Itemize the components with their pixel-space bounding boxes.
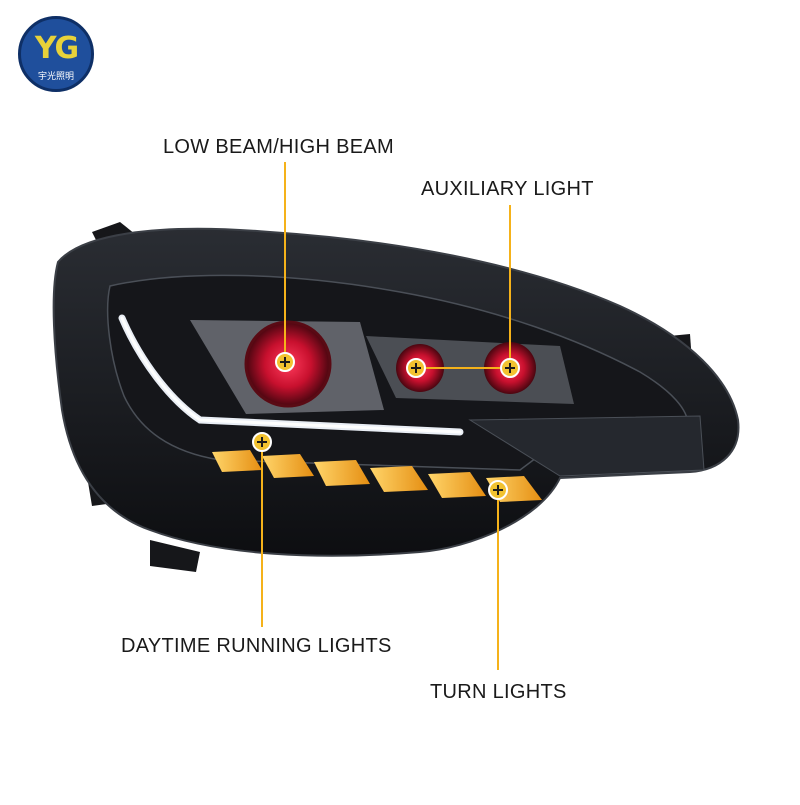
marker-drl	[252, 432, 272, 452]
label-turn-lights: TURN LIGHTS	[430, 681, 567, 703]
mounting-tab-lower	[150, 540, 200, 572]
marker-auxiliary-right	[500, 358, 520, 378]
label-auxiliary-light: AUXILIARY LIGHT	[421, 178, 594, 200]
label-daytime-running-lights: DAYTIME RUNNING LIGHTS	[121, 635, 392, 657]
marker-low-high-beam	[275, 352, 295, 372]
callout-markers	[252, 352, 520, 500]
brand-logo: YG 宇光照明	[18, 16, 94, 92]
marker-auxiliary-left	[406, 358, 426, 378]
inner-detail-right	[468, 415, 705, 477]
leader-lines	[261, 162, 511, 670]
marker-turn	[488, 480, 508, 500]
label-low-high-beam: LOW BEAM/HIGH BEAM	[163, 136, 394, 158]
logo-text: 宇光照明	[37, 72, 74, 82]
logo-mark: YG	[34, 31, 79, 66]
